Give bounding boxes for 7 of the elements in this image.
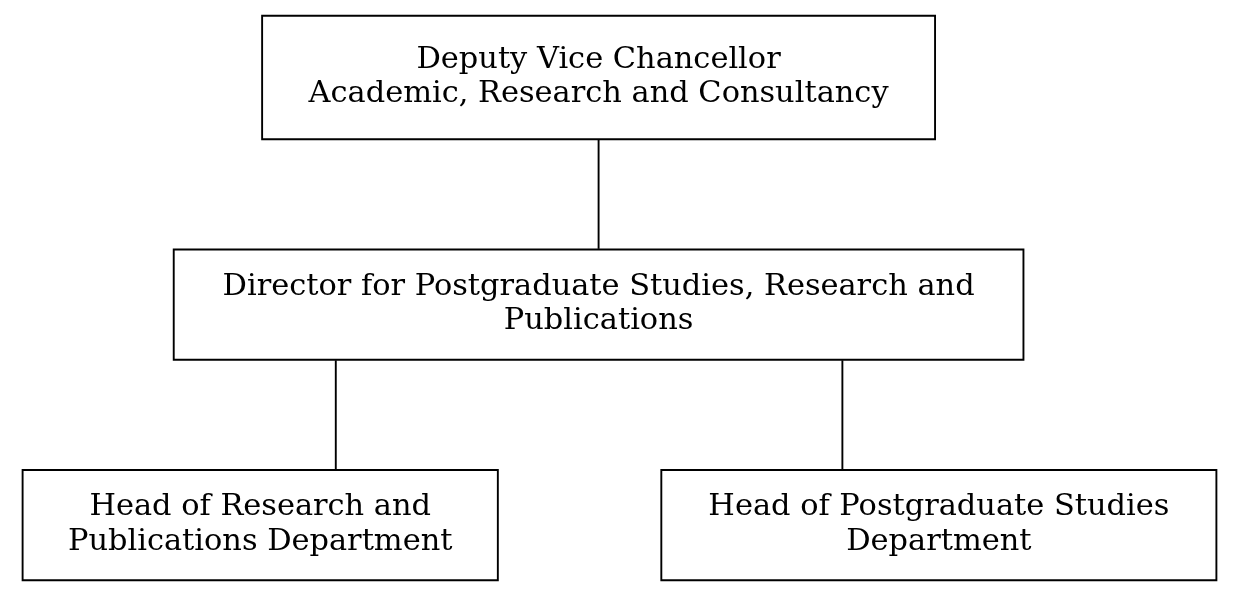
node-box: Deputy Vice Chancellor Academic, Research and Consultancy: [261, 14, 936, 141]
connector: [597, 138, 600, 250]
connector: [334, 359, 337, 471]
connector: [841, 359, 844, 471]
node-box: Director for Postgraduate Studies, Research and Publications: [172, 248, 1025, 361]
node-box: Head of Postgraduate Studies Department: [660, 469, 1218, 582]
node-box: Head of Research and Publications Department: [21, 469, 499, 582]
